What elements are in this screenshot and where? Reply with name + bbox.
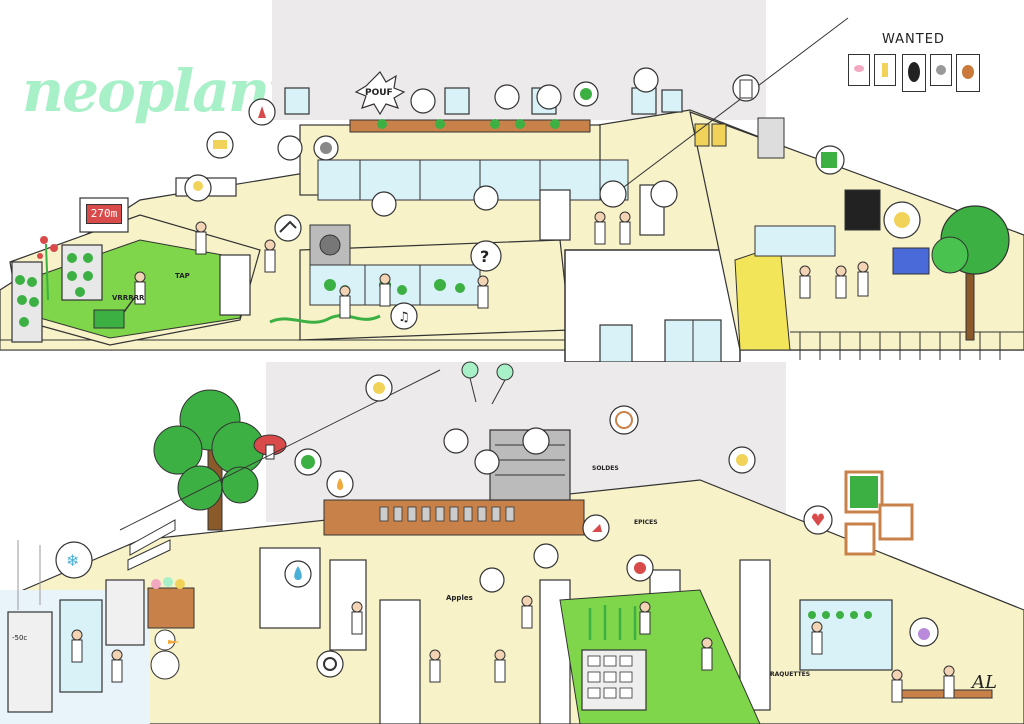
balloons bbox=[461, 361, 514, 405]
flask-icon bbox=[918, 628, 930, 640]
epices-sign: EPICES bbox=[634, 519, 658, 526]
server-cabinet bbox=[844, 189, 881, 231]
flame-icon bbox=[337, 478, 343, 490]
balloon-icon bbox=[461, 361, 479, 379]
ice-cream-cart bbox=[147, 587, 195, 629]
lawn-mower bbox=[93, 309, 125, 329]
raquettes-sign: RAQUETTES bbox=[770, 671, 810, 678]
big-tree bbox=[153, 389, 265, 511]
tomato-icon bbox=[634, 562, 646, 574]
plant-incubators bbox=[309, 264, 481, 306]
balloon-icon bbox=[496, 363, 514, 381]
vroom-text: VRRRRR bbox=[112, 294, 145, 302]
wanted-title: WANTED bbox=[882, 32, 945, 47]
sad-face-icon bbox=[736, 454, 748, 466]
solar-panel bbox=[892, 247, 930, 275]
apples-sign: Apples bbox=[446, 594, 473, 602]
freezer-label: -50c bbox=[12, 634, 27, 642]
soldes-sign: SOLDES bbox=[592, 465, 619, 472]
ladder-icon bbox=[739, 79, 753, 99]
top-back-wall bbox=[272, 0, 766, 120]
freezer-left bbox=[7, 611, 53, 713]
yellow-wall bbox=[734, 244, 791, 351]
artist-signature: AL bbox=[972, 672, 997, 693]
cloud-icon bbox=[320, 142, 332, 154]
smiley-icon bbox=[373, 382, 385, 394]
shower-room bbox=[259, 547, 321, 629]
clock-icon bbox=[615, 411, 633, 429]
music-note-icon: ♫ bbox=[398, 310, 410, 325]
plant-icon bbox=[580, 88, 592, 100]
poster-llama-icon bbox=[874, 54, 896, 86]
water-drop-icon bbox=[294, 566, 302, 580]
lightbulb-icon bbox=[193, 181, 203, 191]
bubble-icons: ? ♫ ❄ bbox=[66, 79, 930, 671]
gear-icon bbox=[323, 657, 337, 671]
poster-penguin-icon bbox=[902, 54, 926, 92]
red-leaf-icon bbox=[258, 106, 266, 118]
poster-pig-icon bbox=[848, 54, 870, 86]
question-mark-icon: ? bbox=[480, 247, 489, 266]
tap-text: TAP bbox=[175, 272, 190, 280]
heart-icon bbox=[812, 513, 824, 526]
snowflake-icon: ❄ bbox=[66, 551, 79, 570]
arrow-icon bbox=[279, 220, 297, 233]
block-window-left bbox=[599, 324, 633, 363]
wanted-posters: WANTED bbox=[848, 32, 998, 122]
long-desk bbox=[349, 119, 591, 133]
distance-counter: 270m bbox=[86, 204, 122, 224]
rocket-icon bbox=[592, 524, 602, 532]
pixel-creeper-icon bbox=[821, 152, 837, 168]
right-glass-office bbox=[754, 225, 836, 257]
poster-bird-icon bbox=[930, 54, 952, 86]
pouf-text: POUF bbox=[365, 88, 393, 98]
glass-wall bbox=[317, 159, 629, 201]
freezer-right bbox=[105, 579, 145, 646]
cheese-icon bbox=[213, 140, 227, 149]
people bbox=[71, 211, 955, 703]
poster-monkey-icon bbox=[956, 54, 980, 92]
pouf-burst bbox=[354, 71, 406, 116]
painting-lines bbox=[878, 503, 914, 541]
sun-icon bbox=[894, 212, 910, 228]
tree-icon bbox=[301, 455, 315, 469]
